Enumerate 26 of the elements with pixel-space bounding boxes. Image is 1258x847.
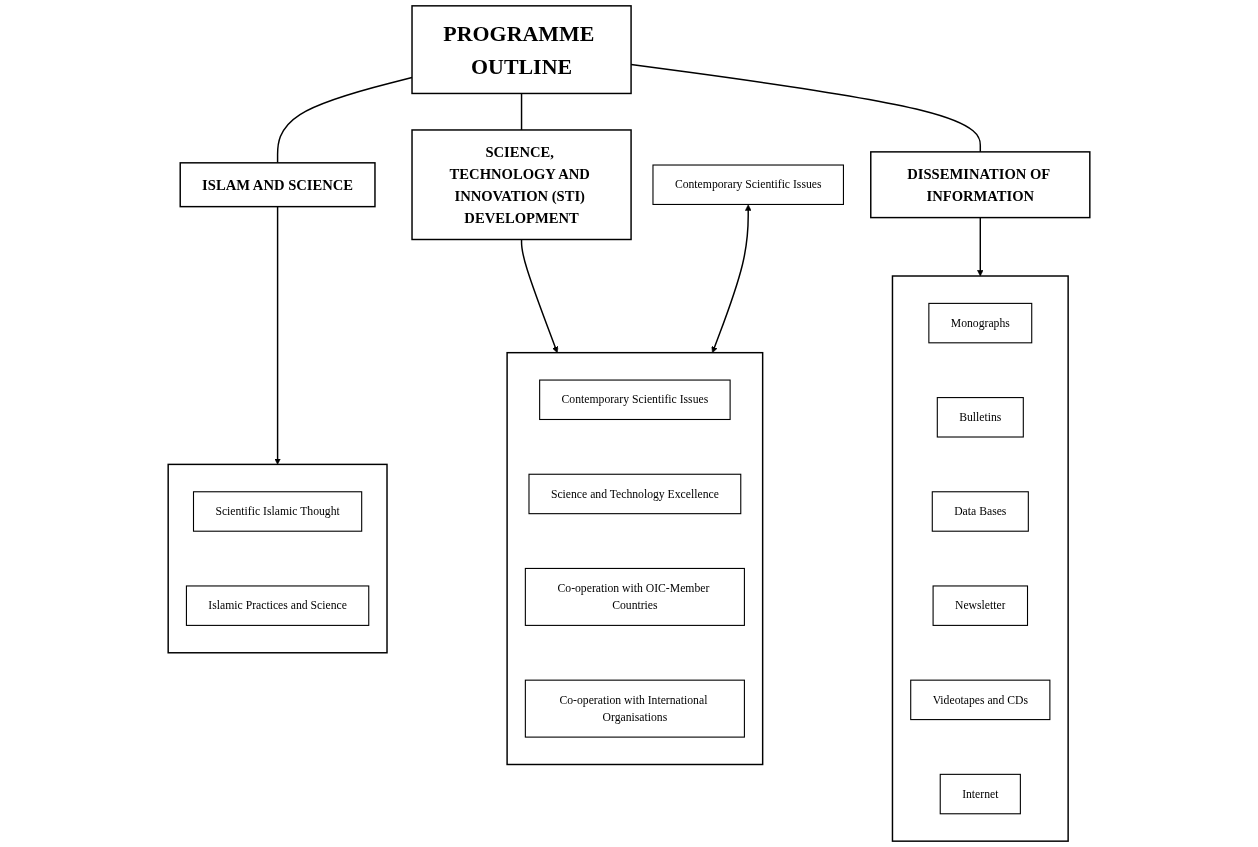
arrow	[274, 205, 281, 465]
node-box: Co-operation with International Organisations	[524, 679, 745, 738]
node-box: DISSEMINATION OF INFORMATION	[870, 151, 1091, 219]
connector	[276, 76, 413, 164]
node-box: PROGRAMME OUTLINE	[411, 5, 632, 95]
node-box: Data Bases	[931, 491, 1029, 532]
node-box: Contemporary Scientific Issues	[539, 379, 731, 421]
node-box: Bulletins	[936, 397, 1024, 438]
node-box: Monographs	[928, 302, 1033, 344]
node-box: Internet	[939, 773, 1021, 815]
node-box: SCIENCE, TECHNOLOGY AND INNOVATION (STI) DEVELOPMENT	[411, 129, 632, 241]
cluster	[891, 275, 1069, 842]
connector	[520, 92, 523, 131]
node-box: Islamic Practices and Science	[185, 585, 370, 626]
node-box: ISLAM AND SCIENCE	[179, 162, 376, 208]
arrow	[520, 238, 559, 353]
cluster	[167, 463, 388, 654]
arrow	[711, 204, 752, 353]
node-box: Newsletter	[932, 585, 1029, 626]
cluster	[506, 351, 764, 766]
node-box: Contemporary Scientific Issues	[652, 164, 844, 205]
node-box: Co-operation with OIC-Member Countries	[524, 567, 745, 626]
node-box: Videotapes and CDs	[910, 679, 1051, 721]
node-box: Scientific Islamic Thought	[192, 491, 363, 532]
node-box: Science and Technology Excellence	[528, 473, 742, 515]
arrow	[977, 216, 984, 277]
